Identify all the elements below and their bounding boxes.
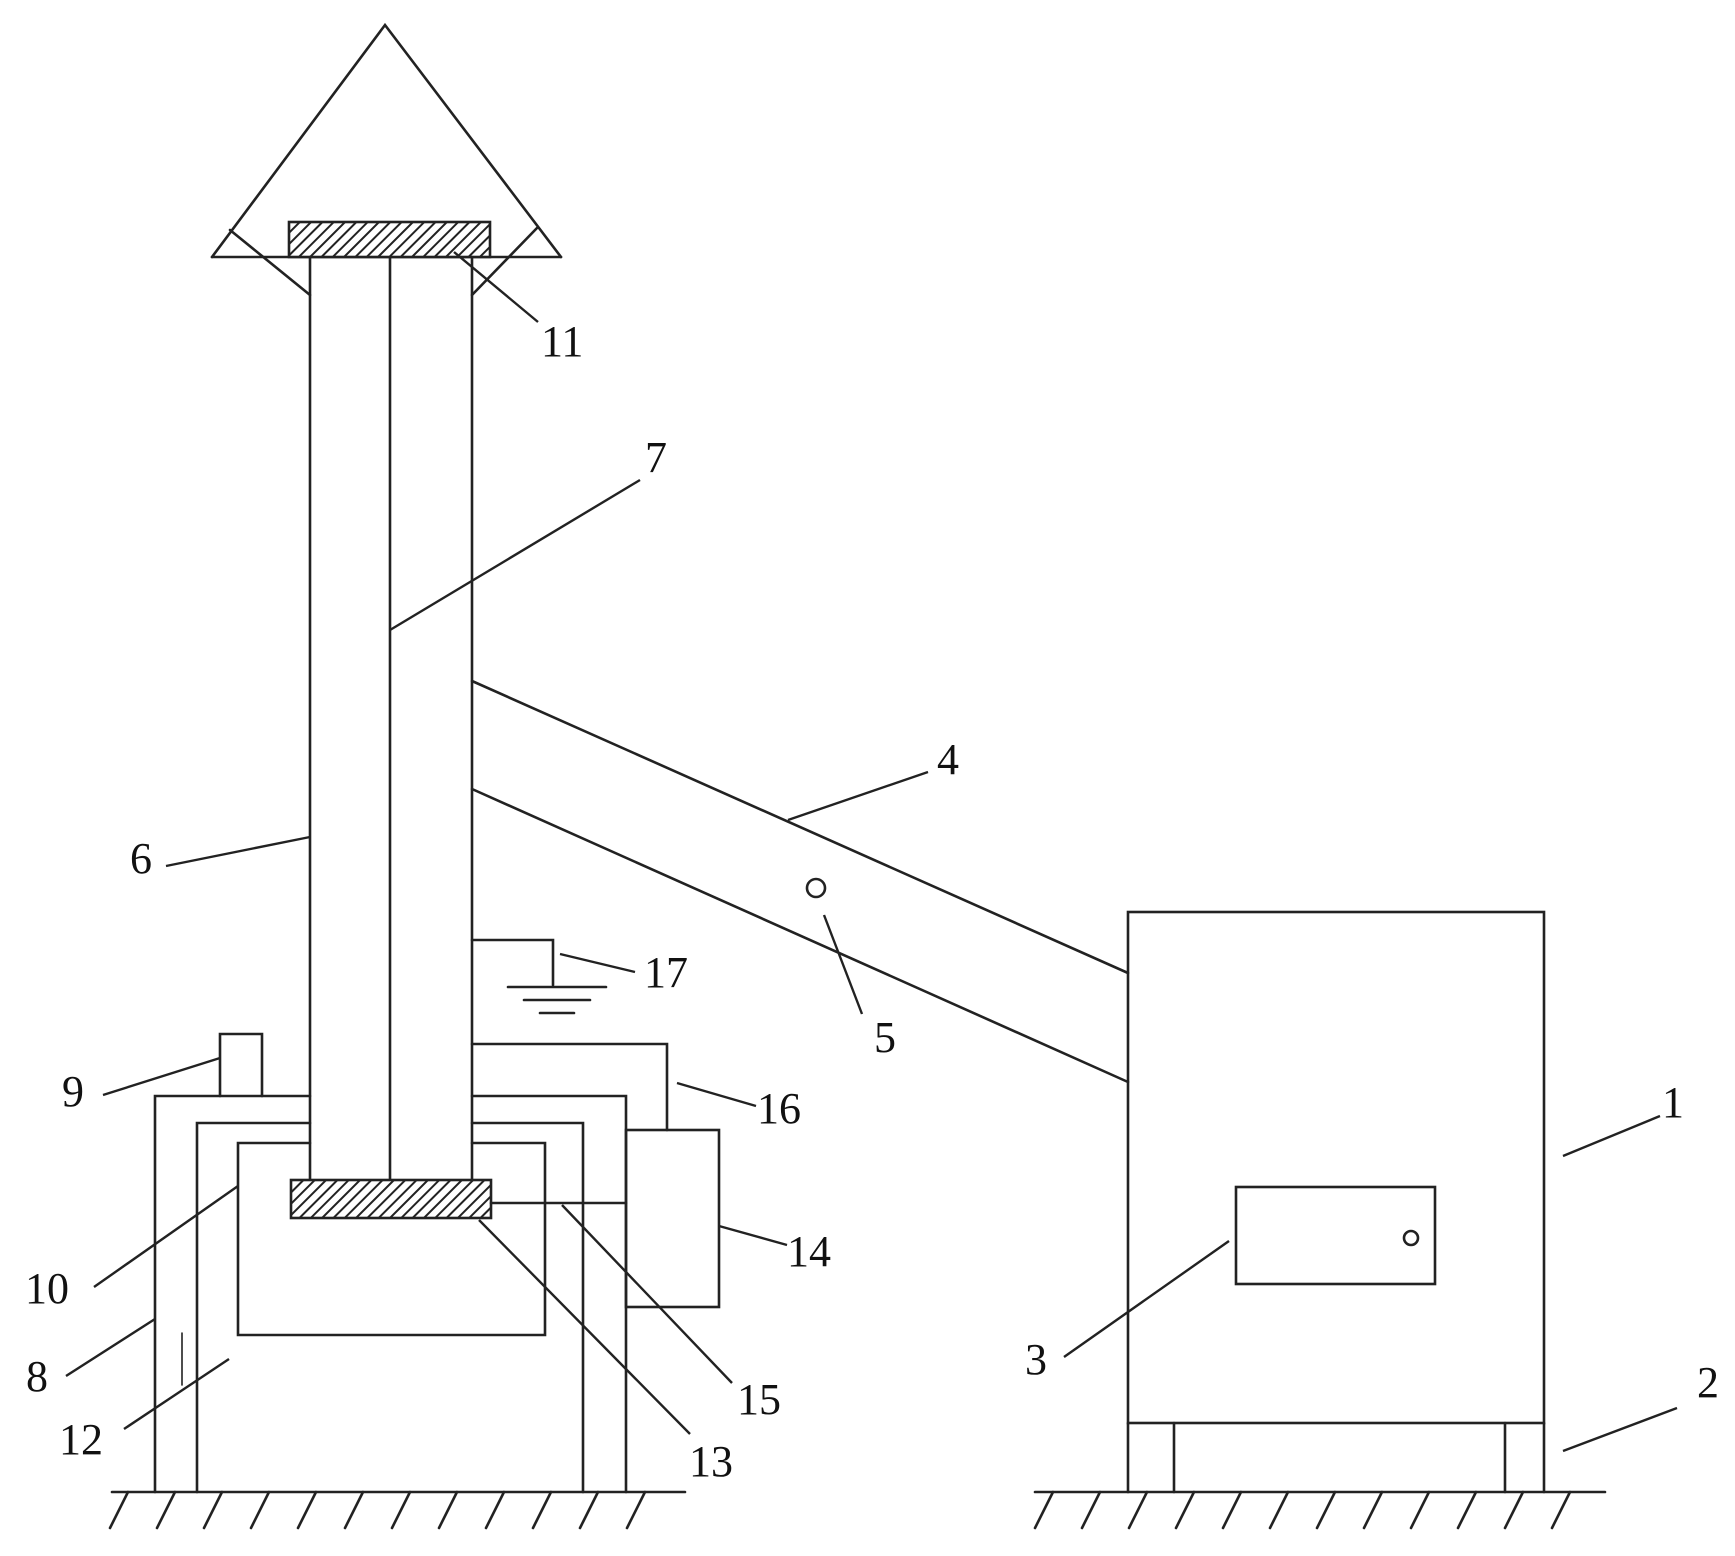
label-5: 5	[874, 1013, 896, 1062]
bottom-electrode	[289, 1178, 493, 1220]
label-14: 14	[787, 1227, 831, 1276]
outer-enclosure	[153, 1094, 628, 1494]
control-knob	[1402, 1229, 1420, 1247]
label-16: 16	[757, 1084, 801, 1133]
pipe	[470, 679, 1130, 1084]
ground-right	[1033, 1490, 1607, 1530]
ground-hatch-mark	[155, 1490, 177, 1530]
ground-hatch-mark	[1315, 1490, 1337, 1530]
label-4: 4	[937, 735, 959, 784]
ground-symbol	[470, 938, 608, 1015]
ground-hatch-mark	[1221, 1490, 1243, 1530]
label-6: 6	[130, 834, 152, 883]
cabinet	[1126, 910, 1546, 1425]
ground-hatch-mark	[1080, 1490, 1102, 1530]
label-11: 11	[541, 317, 583, 366]
wire	[470, 1042, 669, 1132]
inner-chamber	[236, 1141, 547, 1337]
top-port	[218, 1032, 264, 1098]
label-8: 8	[26, 1352, 48, 1401]
ground-hatch-mark	[296, 1490, 318, 1530]
ground-hatch-mark	[390, 1490, 412, 1530]
ground-hatch-mark	[1268, 1490, 1290, 1530]
ground-hatch-mark	[578, 1490, 600, 1530]
label-12: 12	[59, 1415, 103, 1464]
ground-hatch-mark	[249, 1490, 271, 1530]
ground-hatch-mark	[484, 1490, 506, 1530]
ground-hatch-mark	[1033, 1490, 1055, 1530]
label-13: 13	[689, 1437, 733, 1486]
label-15: 15	[737, 1375, 781, 1424]
pipe-hole	[805, 877, 827, 899]
column-tube	[308, 255, 474, 1182]
ground-hatch-mark	[108, 1490, 130, 1530]
ground-hatch-mark	[531, 1490, 553, 1530]
control-panel	[1234, 1185, 1437, 1286]
ground-hatch-mark	[625, 1490, 647, 1530]
ground-hatch-mark	[1174, 1490, 1196, 1530]
ground-hatch-mark	[1127, 1490, 1149, 1530]
ground-hatch-mark	[1362, 1490, 1384, 1530]
ground-hatch-mark	[437, 1490, 459, 1530]
label-17: 17	[644, 948, 688, 997]
ground-hatch-mark	[1409, 1490, 1431, 1530]
cabinet-legs	[1126, 1421, 1546, 1494]
top-electrode	[287, 220, 492, 259]
label-7: 7	[645, 433, 667, 482]
label-9: 9	[62, 1067, 84, 1116]
ground-hatch-mark	[1456, 1490, 1478, 1530]
middle-enclosure	[195, 1121, 585, 1494]
label-1: 1	[1662, 1078, 1684, 1127]
label-2: 2	[1697, 1358, 1719, 1407]
ground-hatch-mark	[1503, 1490, 1525, 1530]
label-3: 3	[1025, 1335, 1047, 1384]
side-box	[624, 1128, 721, 1309]
label-10: 10	[25, 1264, 69, 1313]
ground-hatch-mark	[343, 1490, 365, 1530]
ground-left	[108, 1490, 687, 1530]
ground-hatch-mark	[1550, 1490, 1572, 1530]
ground-hatch-mark	[202, 1490, 224, 1530]
leader-lines	[65, 251, 1678, 1453]
